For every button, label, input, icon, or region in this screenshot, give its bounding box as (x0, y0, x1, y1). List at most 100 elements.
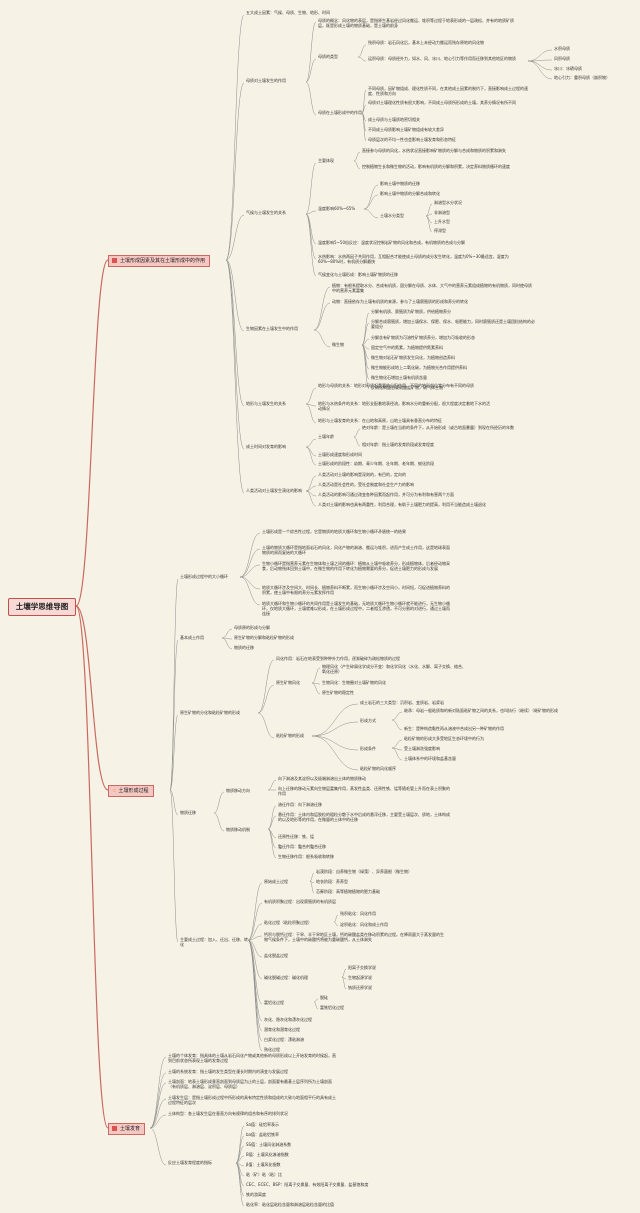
node: Sa值：硅铝率表示 (246, 1122, 279, 1127)
connector-line (149, 1127, 167, 1166)
node: 母质原的形成与分解 (234, 625, 270, 630)
connector-line (309, 880, 315, 894)
connector-line (425, 203, 433, 217)
connector-line (353, 151, 361, 162)
connector-line (305, 213, 317, 245)
connector-line (527, 49, 553, 62)
node: 生物风化：生物圈对土壤矿物的风化 (322, 680, 386, 685)
node: 淀积粘化：风化和成土作用 (340, 922, 388, 927)
node: 土壤年龄 (318, 434, 334, 439)
connector-line (225, 259, 245, 407)
connector-line (333, 921, 339, 927)
connector-line (363, 208, 379, 219)
connector-line (267, 828, 277, 859)
node: 原生矿物的分解和粘粒矿物的形成 (234, 635, 294, 640)
node: 植物：有根系提取水分、合成有机质，固分解在母质、水体、大气中的营养元素组成植物的… (332, 283, 532, 294)
connector-line (213, 812, 225, 832)
node: B值：土壤风化淋溶指数 (246, 1152, 289, 1157)
connector-line (225, 259, 245, 450)
connector-line (239, 576, 261, 606)
connector-line (235, 1135, 245, 1164)
connector-line (361, 104, 367, 114)
connector-line (305, 210, 317, 215)
node: 人类活动对土壤的影响是深刻的，有目的，定向的 (318, 472, 406, 477)
branch-title: 土壤发育 (120, 1126, 141, 1132)
node: 富铝化过程 (264, 1000, 284, 1005)
connector-line (313, 302, 331, 331)
connector-line (313, 329, 331, 348)
branch-soil-formation-process[interactable]: ☆土壤形成过程 (108, 785, 154, 797)
connector-line (361, 344, 370, 390)
node: 土壤形成过程中的大小循环 (180, 574, 228, 579)
connector-line (311, 735, 359, 751)
node: 反硝化硝酸态或硫酸盐矿物，硫气体生物 (371, 385, 443, 390)
connector-line (267, 779, 277, 791)
node: 物质移动方向 (226, 788, 250, 793)
connector-line (311, 667, 321, 684)
node: 熟化过程 (264, 1047, 280, 1052)
connector-line (311, 721, 359, 737)
branch-title: 土壤形成因素及其在土壤形成中的作用 (120, 258, 206, 264)
connector-line (247, 939, 263, 1042)
node: 富铁铝化过程 (320, 1005, 344, 1010)
node: 母质的概念：风化物的表层，是指原生基岩经过风化搬运、堆积等过程于地表形成的一层疏… (318, 18, 514, 29)
node: 母质对土壤理化性质有很大影响，不同成土母质所形成的土壤，其养分情况有所不同 (368, 100, 516, 105)
root-node[interactable]: 土壤学思维导图 (8, 598, 76, 616)
connector-line (313, 998, 319, 1003)
flag-icon (112, 257, 117, 263)
node: 螯迁作用：螯合剂螯合迁移 (278, 844, 326, 849)
connector-line (341, 976, 347, 990)
node: 地形与土壤发育的关系：在山地和高原，山地土壤具有垂直分布的特征 (318, 418, 442, 423)
node: 生物迁移作用：根系吸收和转移 (278, 854, 334, 859)
node: 苔藓阶段：高等植物植物的肥力基础 (316, 889, 380, 894)
node: 铁的游离度 (246, 1192, 266, 1197)
node: 继承：母岩一般粘质和的新对陆面粘矿物之间的关系，也叫执行（继续）（继矿物的形成 (404, 708, 558, 713)
node: 地心引力：重积母质（崩积物） (554, 75, 610, 80)
connector-line (239, 548, 261, 578)
node: 上升水型 (434, 219, 450, 224)
connector-line (169, 639, 179, 791)
connector-line (313, 286, 331, 331)
connector-line (149, 1114, 167, 1129)
connector-line (333, 914, 339, 923)
connector-line (353, 428, 361, 438)
node: 原生矿物的稳定性 (322, 690, 354, 695)
node: 非淋溶型 (434, 210, 450, 215)
branch-soil-development[interactable]: 土壤发育 (108, 1123, 146, 1135)
node: 土壤形成是一个综合性过程，它是物质的地质大循环和生物小循环矛盾统一的结果 (262, 529, 406, 534)
node: 影响土壤中物质的分解合成和转化 (380, 191, 440, 196)
connector-line (305, 438, 317, 448)
connector-line (361, 89, 367, 114)
node: 不同成土母质影响土壤矿物组成有较大差异 (368, 127, 444, 132)
branch-soil-formation-factors[interactable]: 土壤形成因素及其在土壤形成中的作用 (108, 255, 211, 267)
node: 残积母质：岩石风化后，基本上未经动力搬运而残存原地的风化物 (368, 40, 484, 45)
connector-line (313, 1001, 319, 1010)
connector-line (363, 194, 379, 210)
node: 水热影响：水热两因子共同作用，互相配合才能使成土母质的成分发生转化，温度为0%~… (318, 254, 509, 265)
node: 土壤形成的阶段性：幼期、青少年期、壮年期、老年期、蜕化阶段 (318, 461, 434, 466)
node: 物质移动机制 (226, 827, 250, 832)
connector-line (363, 184, 379, 210)
node: 主要体现 (318, 158, 334, 163)
node: 粘化率：粘化层粘粒含量和淋溶层粘粒含量的比值 (246, 1202, 334, 1207)
connector-line (305, 403, 317, 407)
node: 阳离子交换学说 (348, 965, 376, 970)
node: 人类活动是社会性的，受社会制度和社会生产力的影响 (318, 482, 414, 487)
node: 风积母质 (554, 56, 570, 61)
node: 气候变化与土壤形成：影响土壤矿物质的迁移 (318, 272, 398, 277)
node: 白浆化过程：漂粘淋溶 (264, 1037, 304, 1042)
node: 母质层次的不均一性也会影响土壤发育和形态特征 (368, 137, 456, 142)
connector-line (311, 735, 359, 771)
connector-line (235, 1125, 245, 1164)
connector-line (391, 739, 403, 749)
node: 成土岩石的三大类型：沉积岩、变质岩、岩浆岩 (360, 700, 444, 705)
node: 溶迁作用：向下淋溶迁移 (278, 802, 322, 807)
connector-line (305, 213, 317, 277)
node: 五大成土因素：气候、母质、生物、地形、时间 (246, 10, 330, 15)
connector-line (341, 968, 347, 978)
node: 土壤发生层：是指土壤形成过程中所形成的具有特定性质和组成的大致与地面相平行的具有… (168, 1095, 336, 1106)
node: 温度影响5~50倍反应：温度状况控制岩矿物的风化和合成，有机物质的合成与分解 (318, 240, 465, 245)
node: 不同母质，因矿物组成、理化性质不同，在其他成土因素的制约下，直接影响成土过程的速… (368, 86, 528, 97)
connector-line (149, 1056, 167, 1129)
